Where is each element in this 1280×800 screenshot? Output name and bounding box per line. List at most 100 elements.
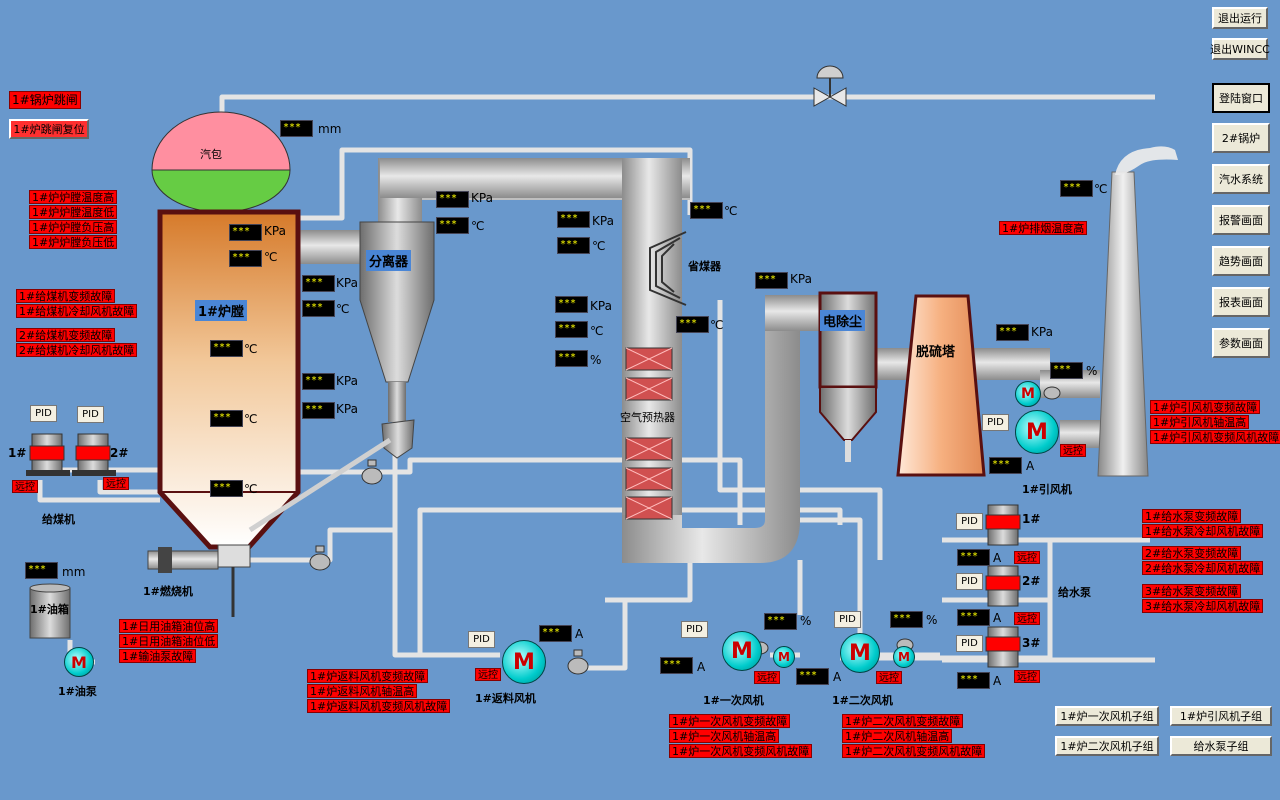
id-fan-motor[interactable]: M xyxy=(1015,410,1059,454)
separator-outlet-temp-value: *** xyxy=(436,217,469,234)
alarm-screen-button[interactable]: 报警画面 xyxy=(1212,205,1270,235)
economizer-outlet-temp-value: *** xyxy=(676,316,709,333)
economizer-inlet-temp-value: *** xyxy=(557,237,590,254)
oil-tank-label: 1#油箱 xyxy=(30,603,69,616)
furnace-mid-pressure-unit: KPa xyxy=(336,374,358,388)
secondary-fan-label: 1#二次风机 xyxy=(832,694,893,707)
feeder1-pid-button[interactable]: PID xyxy=(30,405,57,422)
alarm-return-fan-vfd: 1#炉返料风机变频故障 xyxy=(307,669,429,683)
alarm-pump2-vfd: 2#给水泵变频故障 xyxy=(1142,546,1242,560)
separator-outlet-temp-unit: ℃ xyxy=(471,219,485,233)
preheater-pressure-unit: KPa xyxy=(590,299,612,313)
id-fan-subgroup-button[interactable]: 1#炉引风机子组 xyxy=(1170,706,1272,726)
oil-tank-level-value: *** xyxy=(25,562,58,579)
pump1-current-value: *** xyxy=(957,549,990,566)
id-fan-aux-motor[interactable]: M xyxy=(1015,381,1041,407)
furnace-outlet-temp-unit: ℃ xyxy=(336,302,350,316)
primary-fan-current-value: *** xyxy=(660,657,693,674)
alarm-oil-pump-fault: 1#输油泵故障 xyxy=(119,649,197,663)
alarm-coal2-fan: 2#给煤机冷却风机故障 xyxy=(16,343,138,357)
return-fan-motor[interactable]: M xyxy=(502,640,546,684)
steam-water-system-button[interactable]: 汽水系统 xyxy=(1212,164,1270,194)
secondary-fan-motor[interactable]: M xyxy=(840,633,880,673)
esp-label: 电除尘 xyxy=(820,310,866,331)
feeder2-remote-tag: 远控 xyxy=(103,477,129,490)
login-window-button[interactable]: 登陆窗口 xyxy=(1212,83,1270,113)
primary-fan-pid-button[interactable]: PID xyxy=(681,621,708,638)
secondary-fan-remote-tag: 远控 xyxy=(876,671,902,684)
pump1-label: 1# xyxy=(1022,512,1041,526)
secondary-fan-damper-value: *** xyxy=(890,611,923,628)
exhaust-temp-unit: ℃ xyxy=(1094,182,1108,196)
secondary-fan-subgroup-button[interactable]: 1#炉二次风机子组 xyxy=(1055,736,1159,756)
economizer-label: 省煤器 xyxy=(688,260,721,273)
id-fan-pid-button[interactable]: PID xyxy=(982,414,1009,431)
primary-fan-current-unit: A xyxy=(697,660,706,674)
pump1-current-unit: A xyxy=(993,551,1002,565)
furnace-outlet-temp-value: *** xyxy=(302,300,335,317)
alarm-exhaust-temp-high: 1#炉排烟温度高 xyxy=(999,221,1088,235)
primary-fan-label: 1#一次风机 xyxy=(703,694,764,707)
economizer-temp-value: *** xyxy=(690,202,723,219)
desulfurizer-label: 脱硫塔 xyxy=(916,345,956,360)
preheater-pressure-value: *** xyxy=(555,296,588,313)
alarm-oil-level-low: 1#日用油箱油位低 xyxy=(119,634,219,648)
furnace-mid-pressure-value: *** xyxy=(302,373,335,390)
primary-fan-subgroup-button[interactable]: 1#炉一次风机子组 xyxy=(1055,706,1159,726)
furnace-lower-temp-value: *** xyxy=(210,480,243,497)
boiler2-button[interactable]: 2#锅炉 xyxy=(1212,123,1270,153)
oil-pump-label: 1#油泵 xyxy=(58,685,97,698)
furnace-outlet-pressure-unit: KPa xyxy=(336,276,358,290)
alarm-pump1-fan: 1#给水泵冷却风机故障 xyxy=(1142,524,1264,538)
alarm-pump2-fan: 2#给水泵冷却风机故障 xyxy=(1142,561,1264,575)
coal-feeder-label: 给煤机 xyxy=(42,513,75,526)
oxygen-value: *** xyxy=(555,350,588,367)
feeder2-pid-button[interactable]: PID xyxy=(77,406,104,423)
esp-inlet-pressure-unit: KPa xyxy=(790,272,812,286)
pump1-pid-button[interactable]: PID xyxy=(956,513,983,530)
feed-pump-subgroup-button[interactable]: 给水泵子组 xyxy=(1170,736,1272,756)
return-fan-pid-button[interactable]: PID xyxy=(468,631,495,648)
alarm-primary-fan-cooling: 1#炉一次风机变频风机故障 xyxy=(669,744,813,758)
primary-fan-damper-value: *** xyxy=(764,613,797,630)
pump3-label: 3# xyxy=(1022,636,1041,650)
furnace-top-pressure-value: *** xyxy=(229,224,262,241)
oxygen-unit: % xyxy=(590,353,602,367)
alarm-id-fan-cooling: 1#炉引风机变频风机故障 xyxy=(1150,430,1280,444)
trip-reset-button[interactable]: 1#炉跳闸复位 xyxy=(9,119,89,139)
report-screen-button[interactable]: 报表画面 xyxy=(1212,287,1270,317)
pump3-current-unit: A xyxy=(993,674,1002,688)
id-fan-remote-tag: 远控 xyxy=(1060,444,1086,457)
pump2-current-value: *** xyxy=(957,609,990,626)
furnace-middle-temp-unit: ℃ xyxy=(244,412,258,426)
alarm-secondary-fan-vfd: 1#炉二次风机变频故障 xyxy=(842,714,964,728)
id-fan-label: 1#引风机 xyxy=(1022,483,1072,496)
id-fan-current-unit: A xyxy=(1026,459,1035,473)
primary-fan-aux-motor[interactable]: M xyxy=(773,646,795,668)
pump3-pid-button[interactable]: PID xyxy=(956,635,983,652)
air-preheater-label: 空气预热器 xyxy=(620,411,675,424)
primary-fan-motor[interactable]: M xyxy=(722,631,762,671)
furnace-low-pressure-value: *** xyxy=(302,402,335,419)
furnace-upper-temp-unit: ℃ xyxy=(244,342,258,356)
return-fan-current-value: *** xyxy=(539,625,572,642)
id-fan-damper-value: *** xyxy=(1050,362,1083,379)
secondary-fan-damper-unit: % xyxy=(926,613,938,627)
secondary-fan-pid-button[interactable]: PID xyxy=(834,611,861,628)
pump2-pid-button[interactable]: PID xyxy=(956,573,983,590)
trend-screen-button[interactable]: 趋势画面 xyxy=(1212,246,1270,276)
parameter-screen-button[interactable]: 参数画面 xyxy=(1212,328,1270,358)
economizer-inlet-pressure-value: *** xyxy=(557,211,590,228)
preheater-temp-value: *** xyxy=(555,321,588,338)
exit-runtime-button[interactable]: 退出运行 xyxy=(1212,7,1268,29)
oil-pump-motor[interactable]: M xyxy=(64,647,94,677)
return-fan-remote-tag: 远控 xyxy=(475,668,501,681)
primary-fan-remote-tag: 远控 xyxy=(754,671,780,684)
exit-wincc-button[interactable]: 退出WINCC xyxy=(1210,38,1270,60)
secondary-fan-aux-motor[interactable]: M xyxy=(893,646,915,668)
furnace-lower-temp-unit: ℃ xyxy=(244,482,258,496)
alarm-oil-level-high: 1#日用油箱油位高 xyxy=(119,619,219,633)
economizer-inlet-temp-unit: ℃ xyxy=(592,239,606,253)
alarm-coal1-vfd: 1#给煤机变频故障 xyxy=(16,289,116,303)
desulf-outlet-pressure-value: *** xyxy=(996,324,1029,341)
